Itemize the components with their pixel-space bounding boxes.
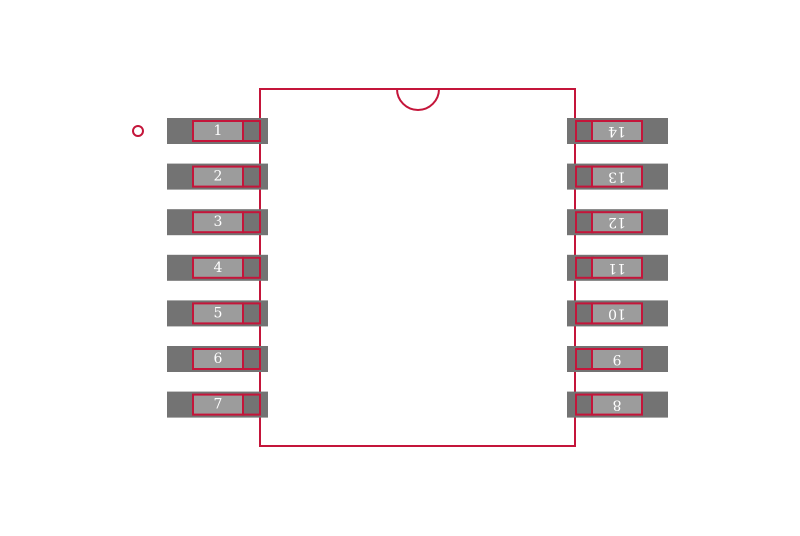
pad-inner xyxy=(591,348,643,370)
pad-inner xyxy=(591,120,643,142)
pin-pad: 6 xyxy=(167,346,268,372)
pin-pad: 13 xyxy=(567,163,668,190)
pin-pad: 7 xyxy=(167,391,268,418)
pad-stub xyxy=(575,211,594,234)
pin-number-label: 14 xyxy=(608,123,626,139)
pin-pad: 10 xyxy=(567,300,668,327)
package-body-outline xyxy=(259,88,576,447)
pin-pad: 14 xyxy=(567,118,668,144)
pin-number-label: 12 xyxy=(608,214,626,230)
pad-inner xyxy=(591,165,643,188)
pad-stub xyxy=(242,348,261,370)
pin-pad: 2 xyxy=(167,163,268,190)
pad-stub xyxy=(242,393,261,416)
pin-number-label: 13 xyxy=(608,169,626,185)
pad-inner xyxy=(591,211,643,234)
pin-number-label: 3 xyxy=(214,214,223,230)
pad-stub xyxy=(242,165,261,188)
pad-stub xyxy=(575,120,594,142)
pin-number-label: 5 xyxy=(214,305,223,321)
pad-inner xyxy=(192,165,244,188)
pin-pad: 1 xyxy=(167,118,268,144)
pad-inner xyxy=(192,211,244,234)
pad-stub xyxy=(575,393,594,416)
pin1-marker-icon xyxy=(132,125,144,137)
pin-number-label: 4 xyxy=(214,260,223,276)
pad-stub xyxy=(242,211,261,234)
pin-number-label: 6 xyxy=(214,351,223,367)
pad-stub xyxy=(575,348,594,370)
pin-number-label: 1 xyxy=(214,123,223,139)
pad-inner xyxy=(192,120,244,142)
pad-stub xyxy=(575,165,594,188)
pin-number-label: 11 xyxy=(608,260,626,276)
pad-stub xyxy=(242,302,261,325)
pad-stub xyxy=(242,120,261,142)
pin-number-label: 9 xyxy=(613,351,622,367)
pin-pad: 12 xyxy=(567,209,668,236)
pin-pad: 11 xyxy=(567,254,668,281)
orientation-notch xyxy=(396,88,440,111)
pin-number-label: 8 xyxy=(613,397,622,413)
pin-pad: 3 xyxy=(167,209,268,236)
pad-inner xyxy=(591,256,643,279)
pin-number-label: 7 xyxy=(214,397,223,413)
pad-inner xyxy=(192,393,244,416)
left-pin-column: 1 2 3 4 5 6 7 xyxy=(167,118,268,418)
pad-inner xyxy=(192,256,244,279)
pad-stub xyxy=(575,302,594,325)
pad-inner xyxy=(192,348,244,370)
pin-pad: 8 xyxy=(567,391,668,418)
pin-pad: 4 xyxy=(167,254,268,281)
pad-inner xyxy=(192,302,244,325)
pin-number-label: 2 xyxy=(214,169,223,185)
pin-number-label: 10 xyxy=(608,305,626,321)
pad-inner xyxy=(591,393,643,416)
pad-inner xyxy=(591,302,643,325)
pin-pad: 5 xyxy=(167,300,268,327)
right-pin-column: 14 13 12 11 10 9 8 xyxy=(567,118,668,418)
pin-pad: 9 xyxy=(567,346,668,372)
pad-stub xyxy=(242,256,261,279)
pad-stub xyxy=(575,256,594,279)
